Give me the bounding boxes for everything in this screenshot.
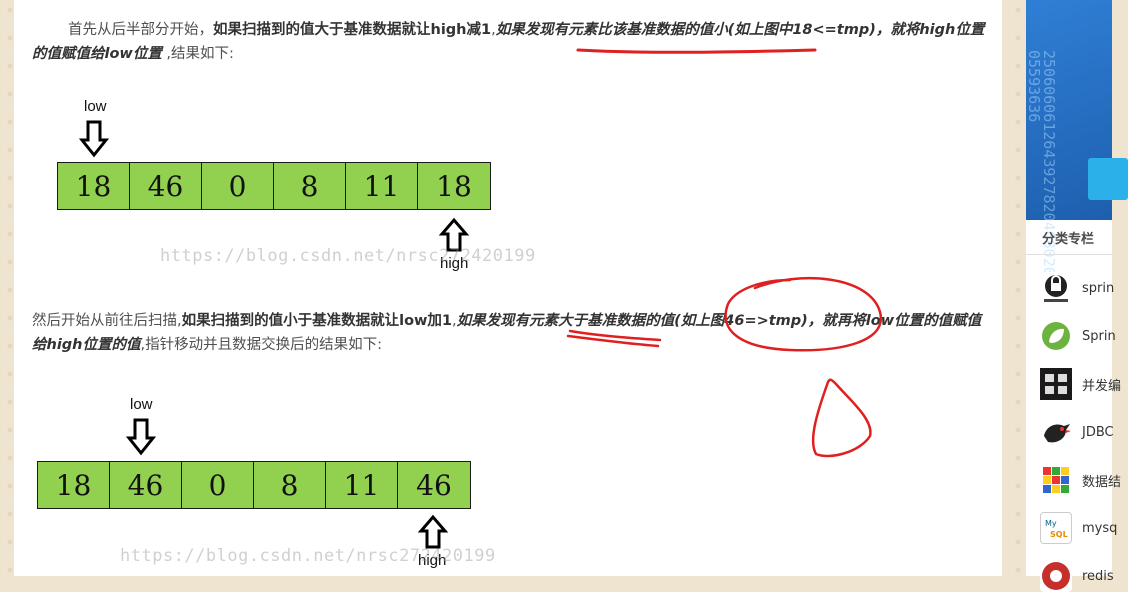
high-pointer-label: high <box>418 552 447 569</box>
p2-comma: , <box>452 313 457 329</box>
array-diagram-2: 18 46 0 8 11 46 <box>37 461 471 509</box>
sidebar-banner[interactable]: 2506060612643927820468020205593636 <box>1025 0 1128 285</box>
svg-text:SQL: SQL <box>1050 530 1068 539</box>
spring-security-icon <box>1040 272 1072 304</box>
p1-italic-bold: 如果发现有元素比该基准数据的值小(如上图中18<=tmp)，就将high位置的值… <box>32 22 985 62</box>
sidebar-item-label: 并发编 <box>1082 378 1122 394</box>
sidebar-item-spring[interactable]: Sprin <box>1040 320 1120 352</box>
high-pointer-label: high <box>440 255 469 272</box>
array-cell: 0 <box>182 462 254 508</box>
bird-icon <box>1040 416 1072 448</box>
p1-tail: ,结果如下: <box>161 46 234 62</box>
paragraph-step-2: 然后开始从前往后扫描,如果扫描到的值小于基准数据就让low加1,如果发现有元素大… <box>32 309 992 357</box>
sidebar-item-redis[interactable]: redis <box>1040 560 1120 592</box>
sidebar-item-label: sprin <box>1082 280 1115 296</box>
divider <box>1026 254 1112 255</box>
array-cell: 46 <box>110 462 182 508</box>
sidebar-item-data-structures[interactable]: 数据结 <box>1040 464 1122 496</box>
right-sidebar: 2506060612643927820468020205593636 分类专栏 … <box>1025 0 1128 592</box>
array-cell: 8 <box>254 462 326 508</box>
array-cell: 46 <box>130 163 202 209</box>
up-arrow-icon <box>438 217 470 252</box>
up-arrow-icon <box>417 514 449 549</box>
paragraph-step-1: 首先从后半部分开始，如果扫描到的值大于基准数据就让high减1,如果发现有元素比… <box>32 18 992 66</box>
p2-intro: 然后开始从前往后扫描, <box>32 313 182 329</box>
watermark: https://blog.csdn.net/nrsc272420199 <box>120 546 496 566</box>
array-cell: 11 <box>326 462 398 508</box>
array-cell: 8 <box>274 163 346 209</box>
array-diagram-1: 18 46 0 8 11 18 <box>57 162 491 210</box>
svg-text:My: My <box>1045 519 1057 528</box>
low-pointer-label: low <box>84 98 107 115</box>
rubik-cube-icon <box>1040 464 1072 496</box>
spring-leaf-icon <box>1040 320 1072 352</box>
banner-button[interactable] <box>1088 158 1128 200</box>
sidebar-item-label: Sprin <box>1082 328 1116 344</box>
sidebar-item-label: 数据结 <box>1082 474 1122 490</box>
concurrency-book-icon <box>1040 368 1072 400</box>
p2-bold: 如果扫描到的值小于基准数据就让low加1 <box>181 313 453 329</box>
redis-icon <box>1040 560 1072 592</box>
watermark: https://blog.csdn.net/nrsc272420199 <box>160 246 536 266</box>
array-cell: 18 <box>38 462 110 508</box>
p1-comma: , <box>491 22 496 38</box>
sidebar-item-label: mysq <box>1082 520 1118 536</box>
p1-intro: 首先从后半部分开始， <box>68 22 213 38</box>
down-arrow-icon <box>125 418 157 456</box>
sidebar-item-label: redis <box>1082 568 1114 584</box>
sidebar-item-jdbc[interactable]: JDBC <box>1040 416 1120 448</box>
array-cell: 0 <box>202 163 274 209</box>
low-pointer-label: low <box>130 396 153 413</box>
array-cell: 46 <box>416 468 452 502</box>
down-arrow-icon <box>78 120 110 158</box>
array-cell: 11 <box>346 163 418 209</box>
sidebar-item-concurrency[interactable]: 并发编 <box>1040 368 1122 400</box>
array-cell: 18 <box>436 169 472 203</box>
sidebar-item-spring-security[interactable]: sprin <box>1040 272 1120 304</box>
sidebar-item-label: JDBC <box>1082 424 1114 440</box>
article-body: 首先从后半部分开始，如果扫描到的值大于基准数据就让high减1,如果发现有元素比… <box>14 0 1002 576</box>
p2-tail: ,指针移动并且数据交换后的结果如下: <box>140 337 383 353</box>
category-section-title: 分类专栏 <box>1042 232 1095 247</box>
array-cell: 18 <box>58 163 130 209</box>
p1-bold: 如果扫描到的值大于基准数据就让high减1 <box>213 22 492 38</box>
